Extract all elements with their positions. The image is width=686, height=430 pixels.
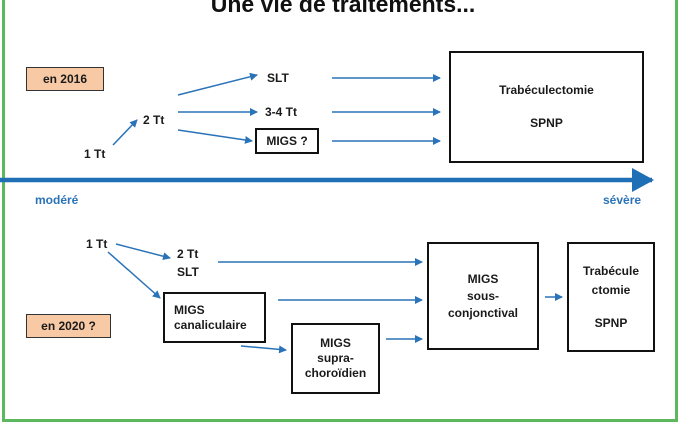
- tag-2016: en 2016: [26, 67, 104, 91]
- tag-2020: en 2020 ?: [26, 314, 111, 338]
- top-option-34tt: 3-4 Tt: [265, 105, 298, 119]
- migs-sous-line2: sous-: [466, 288, 499, 303]
- axis-label-left: modéré: [35, 193, 79, 207]
- top-surgery-line2: SPNP: [530, 116, 563, 130]
- migs-sousconjonctival-box: MIGS sous- conjonctival: [427, 242, 539, 350]
- migs-canal-line1: MIGS: [174, 302, 205, 317]
- top-option-migs-label: MIGS ?: [266, 133, 308, 148]
- bottom-step-2tt: 2 Tt: [177, 247, 199, 261]
- top-step-2tt: 2 Tt: [143, 113, 165, 127]
- top-surgery-box: Trabéculectomie SPNP: [449, 51, 644, 163]
- migs-supra-line2: supra-: [317, 351, 354, 365]
- migs-supra-line3: choroïdien: [304, 366, 367, 380]
- migs-sous-line1: MIGS: [467, 271, 499, 286]
- migs-sous-line3: conjonctival: [447, 305, 518, 320]
- bottom-step-1tt: 1 Tt: [86, 237, 108, 251]
- axis-label-right: sévère: [603, 193, 642, 207]
- top-surgery-line1: Trabéculectomie: [499, 83, 594, 97]
- bottom-surgery-box: Trabécule ctomie SPNP: [567, 242, 655, 352]
- diagram-frame: [2, 0, 678, 422]
- migs-suprachoroidien-box: MIGS supra- choroïdien: [291, 323, 380, 394]
- arrow-1tt-to-migs-canal: [107, 251, 161, 299]
- arrow-1tt-to-2tt: [112, 119, 138, 146]
- top-option-slt: SLT: [267, 71, 289, 85]
- arrow-canal-to-supra: [240, 345, 287, 354]
- top-option-migs-box: MIGS ?: [255, 128, 319, 154]
- bottom-surgery-line1: Trabécule: [582, 263, 640, 278]
- arrow-2tt-to-migs: [177, 129, 253, 144]
- bottom-surgery-line3: SPNP: [594, 315, 628, 330]
- top-step-1tt: 1 Tt: [84, 147, 106, 161]
- arrow-2tt-to-slt: [177, 72, 258, 96]
- migs-canal-line2: canaliculaire: [174, 317, 247, 332]
- bottom-step-slt: SLT: [177, 265, 199, 279]
- page-title: Une vie de traitements...: [210, 0, 476, 17]
- migs-supra-line1: MIGS: [320, 336, 351, 350]
- bottom-surgery-line2: ctomie: [591, 282, 631, 297]
- arrow-1tt-to-2tt-slt: [115, 243, 171, 261]
- migs-canaliculaire-box: MIGS canaliculaire: [163, 292, 266, 343]
